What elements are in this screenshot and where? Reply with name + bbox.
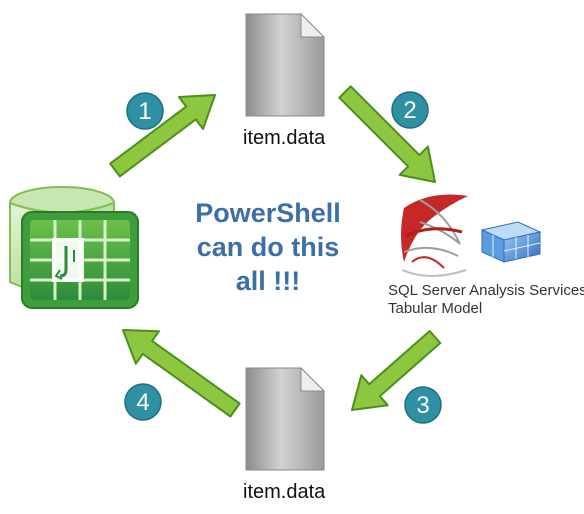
step-badge-3: 3: [404, 386, 442, 424]
step-number: 3: [416, 392, 429, 419]
cube-icon: [480, 221, 542, 263]
step-badge-2: 2: [391, 91, 429, 129]
step-badge-1: 1: [126, 92, 164, 130]
powerpivot-icon: [9, 186, 139, 309]
arrow-step-4: [122, 329, 241, 418]
file-icon: [245, 366, 326, 471]
step-badge-circle: [126, 92, 164, 130]
cycle-arrows: [109, 85, 442, 418]
step-number: 4: [136, 389, 149, 416]
ssas-line-1: SQL Server Analysis Services: [388, 282, 584, 299]
ssas-line-2: Tabular Model: [388, 300, 483, 317]
bottom-file-label: item.data: [243, 481, 326, 503]
center-line-1: PowerShell: [195, 198, 341, 228]
step-badges: 1 2 3 4: [124, 91, 442, 424]
arrow-step-1: [109, 94, 216, 178]
step-badge-circle: [404, 386, 442, 424]
arrow-step-2: [338, 85, 436, 183]
step-badge-circle: [391, 91, 429, 129]
center-line-2: can do this: [196, 232, 340, 262]
step-badge-4: 4: [124, 383, 162, 421]
ssas-caption: SQL Server Analysis Services Tabular Mod…: [388, 282, 584, 318]
step-badge-circle: [124, 383, 162, 421]
center-line-3: all !!!: [235, 266, 301, 296]
step-number: 2: [403, 97, 416, 124]
file-icon: [245, 12, 326, 117]
sql-server-icon: [401, 194, 468, 277]
top-file-label: item.data: [243, 127, 326, 149]
center-message: PowerShell can do this all !!!: [178, 196, 358, 298]
arrow-step-3: [351, 330, 442, 411]
step-number: 1: [138, 98, 151, 125]
